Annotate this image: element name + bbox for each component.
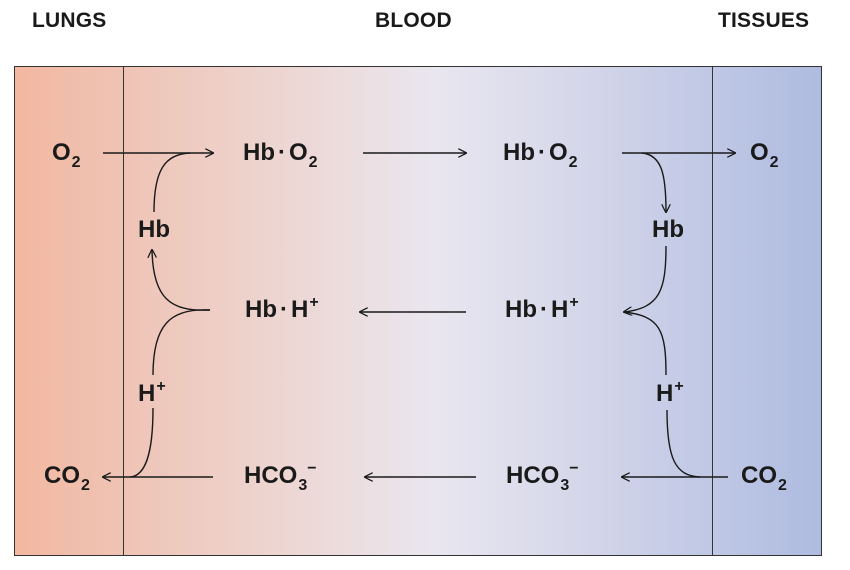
arrow-hb-to-hbo2-curve: [153, 152, 191, 213]
arrow-hbo2-to-hb-curve: [641, 152, 666, 212]
label-hbo2-right: Hb·O2: [503, 139, 578, 171]
label-hbh-left: Hb·H+: [245, 294, 319, 323]
label-hb-left: Hb: [138, 216, 170, 243]
lungs-boundary-line: [123, 66, 124, 556]
header-tissues: TISSUES: [718, 9, 810, 32]
header-blood: BLOOD: [375, 9, 452, 32]
arrow-brace-to-h-left: [152, 309, 211, 376]
label-h-right: H+: [656, 378, 684, 407]
arrow-brace-to-hb: [152, 250, 211, 311]
label-o2-lungs: O2: [52, 139, 81, 171]
label-h-left: H+: [138, 378, 166, 407]
label-hco3-right: HCO3−: [506, 460, 579, 494]
label-hbh-right: Hb·H+: [505, 294, 579, 323]
arrow-co2-to-h-curve: [666, 409, 701, 478]
label-co2-lungs: CO2: [44, 462, 90, 494]
label-o2-tissues: O2: [750, 139, 779, 171]
label-hco3-left: HCO3−: [244, 460, 317, 494]
label-hbo2-left: Hb·O2: [243, 139, 318, 171]
header-lungs: LUNGS: [32, 9, 107, 32]
label-hb-right: Hb: [652, 216, 684, 243]
arrow-h-to-brace: [623, 311, 667, 376]
arrow-hb-to-brace: [624, 245, 667, 312]
arrow-h-to-co2-curve: [129, 407, 154, 478]
tissues-boundary-line: [712, 66, 713, 556]
label-co2-tissues: CO2: [741, 462, 787, 494]
